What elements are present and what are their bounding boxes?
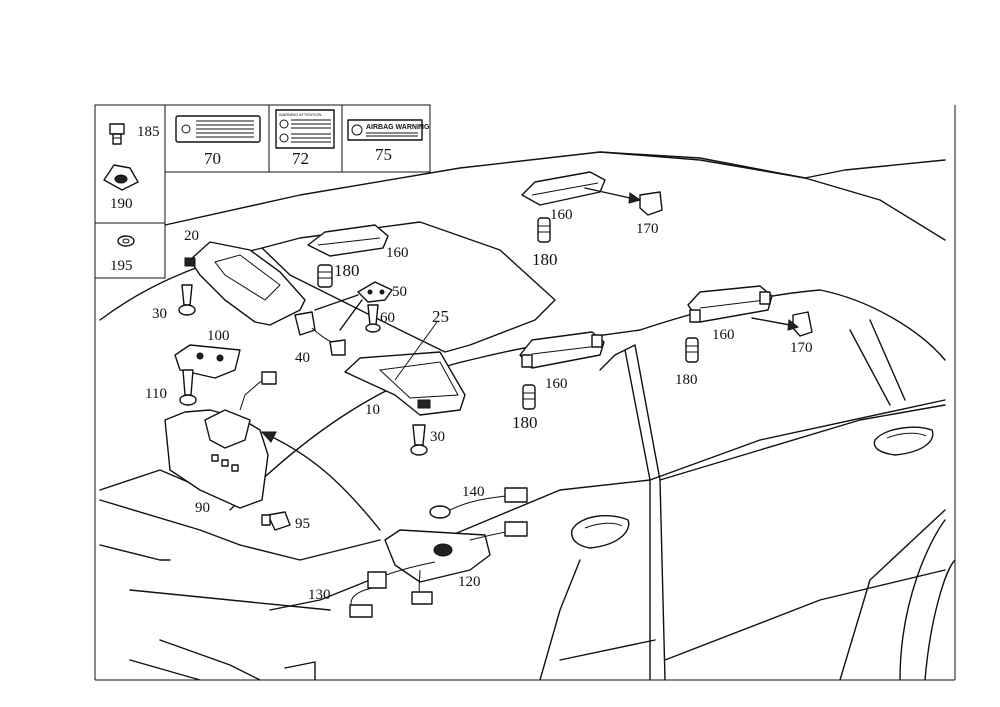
label-160-b: 160 bbox=[550, 207, 573, 223]
label-180-c: 180 bbox=[675, 372, 698, 388]
screw-30-right bbox=[410, 424, 428, 456]
grab-handle-160-a bbox=[307, 224, 389, 257]
grab-handle-160-c bbox=[687, 285, 773, 323]
label-75-icon: AIRBAG WARNING bbox=[347, 119, 430, 141]
label-10: 10 bbox=[365, 402, 380, 418]
callout-labels: 185 190 195 70 72 75 20 30 100 110 90 95… bbox=[110, 124, 813, 603]
label-30-left: 30 bbox=[152, 306, 167, 322]
clip-40 bbox=[294, 311, 346, 356]
sun-visor-20 bbox=[184, 241, 306, 326]
label-190: 190 bbox=[110, 196, 133, 212]
label-20: 20 bbox=[184, 228, 199, 244]
label-70-icon bbox=[175, 115, 261, 143]
label-75: 75 bbox=[375, 145, 392, 164]
bolt-180-a bbox=[317, 264, 333, 288]
label-140: 140 bbox=[462, 484, 485, 500]
bolt-180-d bbox=[522, 384, 536, 410]
grab-handle-160-b bbox=[521, 171, 606, 206]
label-170-b: 170 bbox=[790, 340, 813, 356]
bolt-180-b bbox=[537, 217, 551, 243]
arrow-to-console bbox=[260, 431, 381, 531]
label-60: 60 bbox=[380, 310, 395, 326]
legend-grid bbox=[94, 104, 431, 279]
car-body bbox=[99, 151, 956, 681]
bolt-180-c bbox=[685, 337, 699, 363]
washer-195-icon bbox=[117, 235, 135, 247]
bulb-95 bbox=[261, 511, 291, 531]
grab-handle-160-d bbox=[519, 331, 605, 369]
label-180-b: 180 bbox=[532, 250, 558, 269]
label-100: 100 bbox=[207, 328, 230, 344]
label-160-a: 160 bbox=[386, 245, 409, 261]
label-110: 110 bbox=[145, 386, 167, 402]
label-72: 72 bbox=[292, 149, 309, 168]
screw-110 bbox=[179, 369, 197, 406]
label-195: 195 bbox=[110, 258, 133, 274]
label-160-c: 160 bbox=[712, 327, 735, 343]
label-185: 185 bbox=[137, 124, 160, 140]
sun-visor-10 bbox=[344, 321, 466, 416]
label-180-a: 180 bbox=[334, 261, 360, 280]
sensor-140 bbox=[429, 487, 528, 519]
label-160-d: 160 bbox=[545, 376, 568, 392]
screw-60 bbox=[365, 304, 381, 333]
control-unit-120 bbox=[384, 521, 528, 583]
bracket-50 bbox=[314, 281, 393, 331]
label-170-a: 170 bbox=[636, 221, 659, 237]
label-40: 40 bbox=[295, 350, 310, 366]
label-25: 25 bbox=[432, 307, 449, 326]
clip-190-icon bbox=[103, 164, 139, 191]
bolt-185-icon bbox=[109, 123, 125, 145]
airbag-warning-text: AIRBAG WARNING bbox=[366, 124, 430, 131]
clip-170-a bbox=[584, 187, 663, 216]
label-95: 95 bbox=[295, 516, 310, 532]
label-50: 50 bbox=[392, 284, 407, 300]
label-72-header: WARNING ATTENTION bbox=[279, 112, 322, 117]
label-130: 130 bbox=[308, 587, 331, 603]
screw-30-left bbox=[178, 284, 196, 316]
label-70: 70 bbox=[204, 149, 221, 168]
harness-130 bbox=[349, 561, 436, 618]
clip-170-b bbox=[751, 311, 813, 337]
label-90: 90 bbox=[195, 500, 210, 516]
label-120: 120 bbox=[458, 574, 481, 590]
label-30-right: 30 bbox=[430, 429, 445, 445]
console-90 bbox=[164, 371, 277, 509]
label-180-d: 180 bbox=[512, 413, 538, 432]
label-72-icon: WARNING ATTENTION bbox=[275, 109, 335, 149]
